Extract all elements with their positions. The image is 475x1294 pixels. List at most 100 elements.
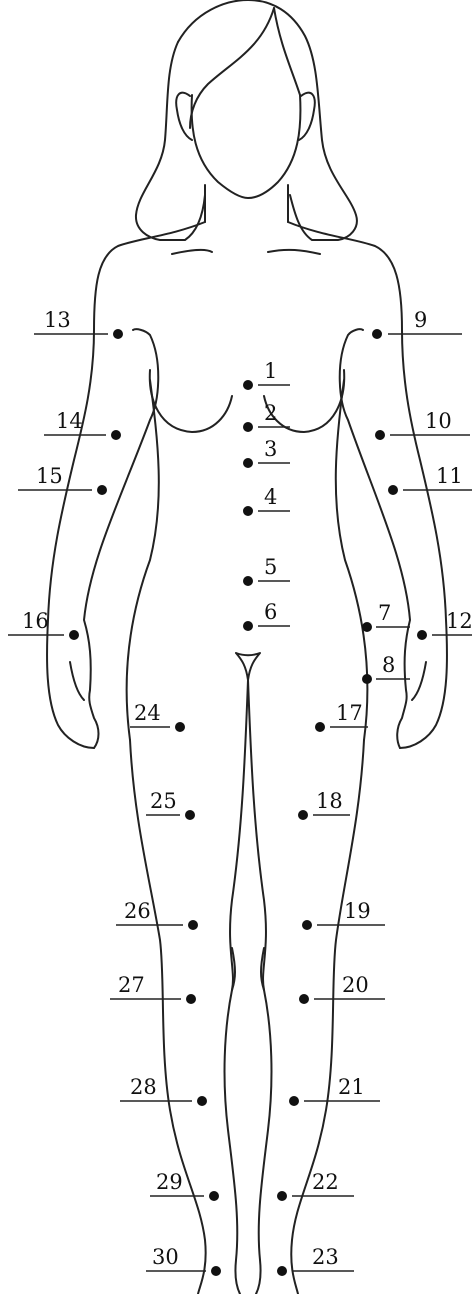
point-label-16: 16	[22, 609, 49, 633]
left-ear	[176, 93, 192, 140]
point-label-30: 30	[152, 1245, 179, 1269]
point-marker-11: 11	[388, 464, 472, 495]
point-marker-28: 28	[120, 1075, 207, 1106]
point-label-12: 12	[446, 609, 473, 633]
point-dot-30	[211, 1266, 221, 1276]
point-marker-19: 19	[302, 899, 385, 930]
point-label-3: 3	[264, 437, 277, 461]
right-collarbone	[268, 250, 320, 254]
point-marker-30: 30	[146, 1245, 221, 1276]
point-label-5: 5	[264, 555, 277, 579]
point-marker-23: 23	[277, 1245, 354, 1276]
point-label-9: 9	[414, 308, 427, 332]
point-marker-13: 13	[34, 308, 123, 339]
torso-right	[336, 380, 368, 740]
point-marker-27: 27	[110, 973, 196, 1004]
point-dot-2	[243, 422, 253, 432]
point-marker-3: 3	[243, 437, 290, 468]
point-label-6: 6	[264, 600, 277, 624]
point-dot-10	[375, 430, 385, 440]
point-dot-13	[113, 329, 123, 339]
right-thumb	[412, 662, 426, 700]
point-label-2: 2	[264, 401, 277, 425]
point-marker-29: 29	[150, 1170, 219, 1201]
point-dot-11	[388, 485, 398, 495]
point-dot-18	[298, 810, 308, 820]
point-dot-24	[175, 722, 185, 732]
point-marker-24: 24	[130, 701, 185, 732]
point-label-14: 14	[56, 409, 83, 433]
point-marker-10: 10	[375, 409, 470, 440]
point-marker-18: 18	[298, 789, 350, 820]
point-marker-20: 20	[299, 973, 385, 1004]
point-dot-4	[243, 506, 253, 516]
point-dot-8	[362, 674, 372, 684]
point-label-24: 24	[134, 701, 161, 725]
point-dot-25	[185, 810, 195, 820]
torso-left	[127, 380, 159, 740]
point-dot-3	[243, 458, 253, 468]
point-dot-21	[289, 1096, 299, 1106]
point-dot-7	[362, 622, 372, 632]
left-leg-outer	[130, 740, 206, 1294]
right-inner-arm	[340, 329, 410, 748]
point-label-11: 11	[436, 464, 463, 488]
point-label-15: 15	[36, 464, 63, 488]
point-dot-29	[209, 1191, 219, 1201]
point-label-18: 18	[316, 789, 343, 813]
point-dot-22	[277, 1191, 287, 1201]
point-label-1: 1	[264, 359, 277, 383]
point-label-17: 17	[336, 701, 363, 725]
point-dot-6	[243, 621, 253, 631]
point-dot-19	[302, 920, 312, 930]
point-label-13: 13	[44, 308, 71, 332]
point-marker-5: 5	[243, 555, 290, 586]
point-label-4: 4	[264, 485, 277, 509]
point-dot-14	[111, 430, 121, 440]
bust-left	[150, 370, 232, 432]
point-label-20: 20	[342, 973, 369, 997]
point-marker-25: 25	[146, 789, 195, 820]
point-label-22: 22	[312, 1170, 339, 1194]
left-thumb	[70, 662, 84, 700]
point-dot-28	[197, 1096, 207, 1106]
right-leg-inner	[248, 680, 271, 1294]
point-dot-17	[315, 722, 325, 732]
point-label-26: 26	[124, 899, 151, 923]
point-marker-2: 2	[243, 401, 290, 432]
hair-part	[190, 8, 274, 128]
point-marker-22: 22	[277, 1170, 354, 1201]
point-label-25: 25	[150, 789, 177, 813]
right-leg-outer	[291, 740, 364, 1294]
point-marker-21: 21	[289, 1075, 380, 1106]
point-dot-27	[186, 994, 196, 1004]
point-marker-6: 6	[243, 600, 290, 631]
point-marker-14: 14	[44, 409, 121, 440]
point-label-19: 19	[344, 899, 371, 923]
point-dot-9	[372, 329, 382, 339]
point-marker-17: 17	[315, 701, 368, 732]
point-label-10: 10	[425, 409, 452, 433]
point-label-29: 29	[156, 1170, 183, 1194]
left-collarbone	[172, 250, 212, 254]
point-dot-1	[243, 380, 253, 390]
point-marker-7: 7	[362, 601, 410, 632]
point-dot-26	[188, 920, 198, 930]
point-marker-1: 1	[243, 359, 290, 390]
point-label-21: 21	[338, 1075, 365, 1099]
left-leg-inner	[225, 680, 248, 1294]
point-marker-8: 8	[362, 653, 410, 684]
point-marker-26: 26	[116, 899, 198, 930]
point-label-27: 27	[118, 973, 145, 997]
face-outline	[192, 95, 301, 198]
point-dot-23	[277, 1266, 287, 1276]
point-marker-16: 16	[8, 609, 79, 640]
point-marker-15: 15	[18, 464, 107, 495]
point-label-28: 28	[130, 1075, 157, 1099]
point-dot-16	[69, 630, 79, 640]
crotch	[236, 653, 260, 680]
right-ear	[299, 93, 315, 140]
point-marker-9: 9	[372, 308, 462, 339]
